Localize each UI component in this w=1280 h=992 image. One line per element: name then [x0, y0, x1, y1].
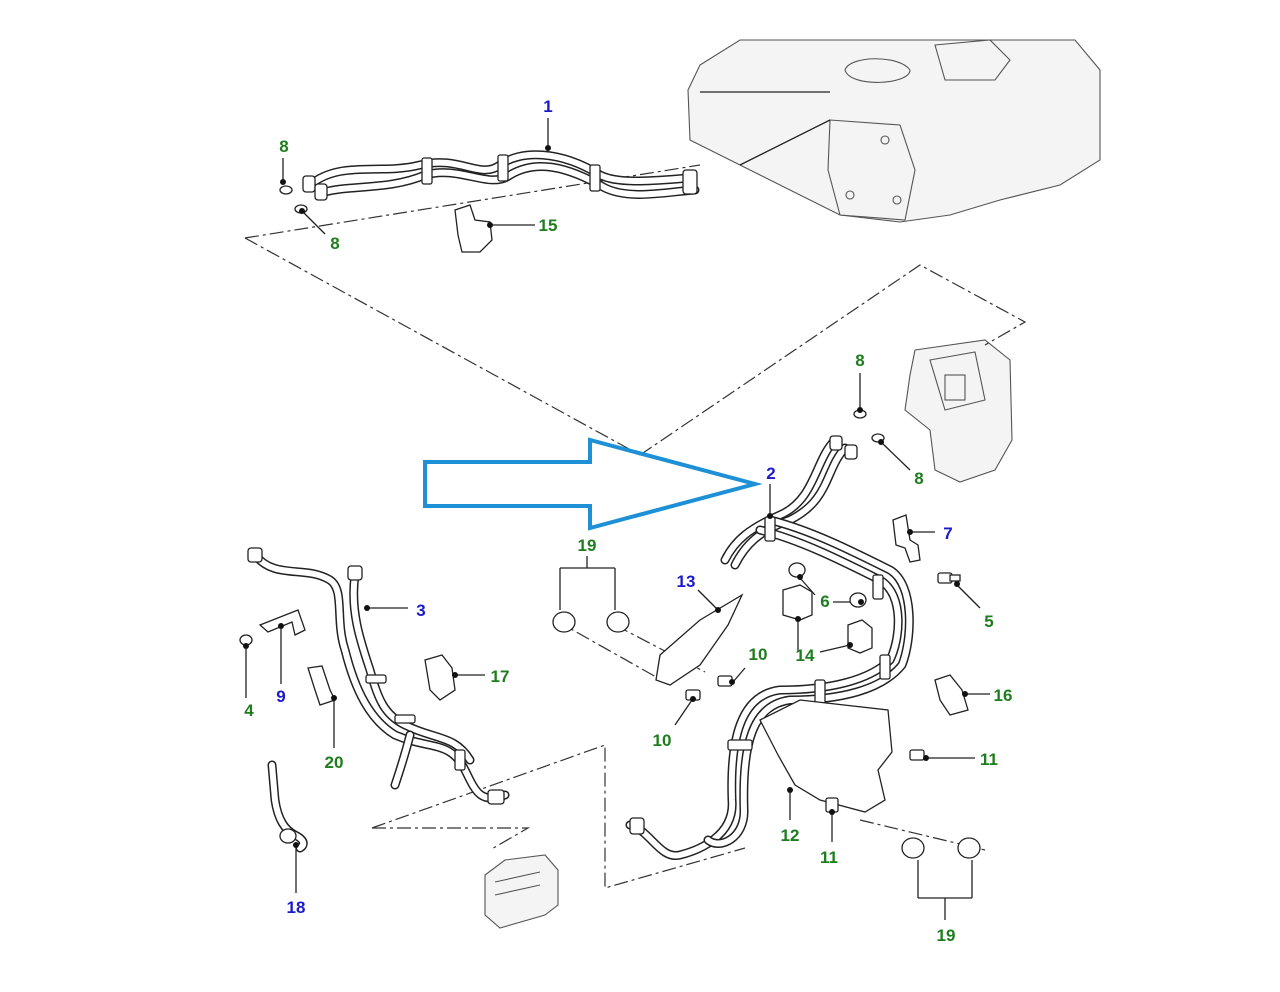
pipe-clip-16 — [934, 674, 969, 716]
callout-8-upper-a: 8 — [279, 137, 288, 156]
callout-7: 7 — [943, 524, 952, 543]
leader-lines — [245, 118, 990, 920]
callout-12: 12 — [781, 826, 800, 845]
callout-4: 4 — [244, 701, 254, 720]
fuel-pipe-assembly-upper — [302, 150, 700, 201]
callout-11-a: 11 — [980, 750, 998, 769]
callout-15: 15 — [539, 216, 558, 235]
fuel-pipe-assembly-main — [625, 435, 914, 860]
mounting-bracket-ghost — [484, 854, 559, 929]
callout-20: 20 — [325, 753, 344, 772]
bracket-9 — [258, 609, 306, 636]
callout-10-a: 10 — [749, 645, 768, 664]
bracket-20 — [307, 665, 336, 706]
bolt-10 — [685, 675, 733, 701]
callout-6: 6 — [820, 592, 829, 611]
fuel-pipe-assembly-lower — [247, 547, 510, 805]
callout-19-lower: 19 — [937, 926, 956, 945]
callout-13: 13 — [677, 572, 696, 591]
callout-3: 3 — [416, 601, 425, 620]
callout-9: 9 — [276, 687, 285, 706]
callout-19-upper: 19 — [578, 536, 597, 555]
bolt-5 — [937, 572, 961, 584]
grommet-6 — [788, 562, 867, 608]
o-ring-clip-right — [853, 409, 885, 443]
bush-19-lower — [901, 837, 981, 859]
callout-8-right-b: 8 — [914, 469, 923, 488]
callout-labels: 1 8 8 15 2 8 8 7 5 6 14 13 10 10 11 11 1… — [244, 97, 1012, 945]
callout-14: 14 — [796, 646, 815, 665]
pipe-clip-bracket-15 — [454, 204, 493, 253]
bracket-7 — [892, 514, 921, 563]
callout-5: 5 — [984, 612, 993, 631]
callout-1: 1 — [543, 97, 552, 116]
bracket-14 — [782, 584, 873, 654]
callout-8-upper-b: 8 — [330, 234, 339, 253]
fuel-pump-module-ghost — [904, 339, 1013, 483]
callout-18: 18 — [287, 898, 306, 917]
hose-18 — [267, 760, 308, 853]
callout-2: 2 — [766, 464, 775, 483]
fuel-tank-ghost — [687, 39, 1101, 223]
callout-16: 16 — [994, 686, 1013, 705]
callout-8-right-a: 8 — [855, 351, 864, 370]
pipe-clip-17 — [424, 654, 456, 701]
bush-19-upper — [552, 611, 630, 633]
bolt-11 — [825, 749, 925, 813]
leader-dots — [243, 145, 968, 848]
callout-11-b: 11 — [820, 848, 838, 867]
highlight-arrow — [423, 437, 763, 531]
callout-10-b: 10 — [653, 731, 672, 750]
heat-shield-12 — [759, 699, 893, 813]
callout-17: 17 — [491, 667, 510, 686]
heat-shield-13 — [655, 593, 744, 686]
